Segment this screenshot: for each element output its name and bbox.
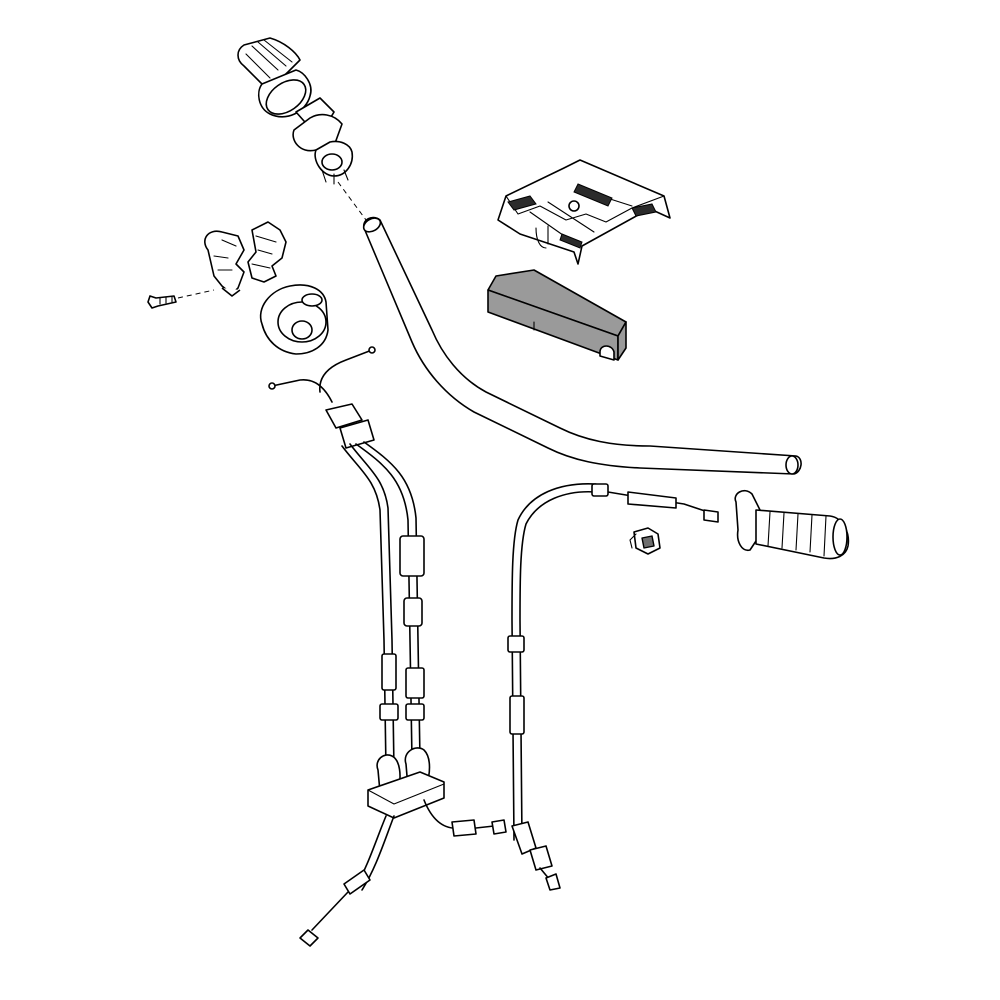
handlebar-pad[interactable]: [487, 269, 627, 361]
throttle-pulley[interactable]: [259, 284, 329, 355]
handlebar-pad-cover[interactable]: [497, 159, 671, 265]
throttle-cable-assembly[interactable]: [268, 346, 507, 947]
assembly-guide-line: [337, 181, 367, 221]
throttle-housing-upper[interactable]: [204, 230, 245, 297]
clutch-adjuster[interactable]: [629, 527, 661, 555]
screw-guide-line: [177, 289, 215, 299]
clutch-cable[interactable]: [507, 483, 719, 891]
throttle-housing-lower[interactable]: [247, 221, 287, 283]
housing-screw[interactable]: [147, 295, 177, 309]
right-handlebar-grip[interactable]: [734, 489, 850, 560]
left-handlebar-grip[interactable]: [237, 37, 354, 185]
handlebar[interactable]: [361, 215, 802, 475]
